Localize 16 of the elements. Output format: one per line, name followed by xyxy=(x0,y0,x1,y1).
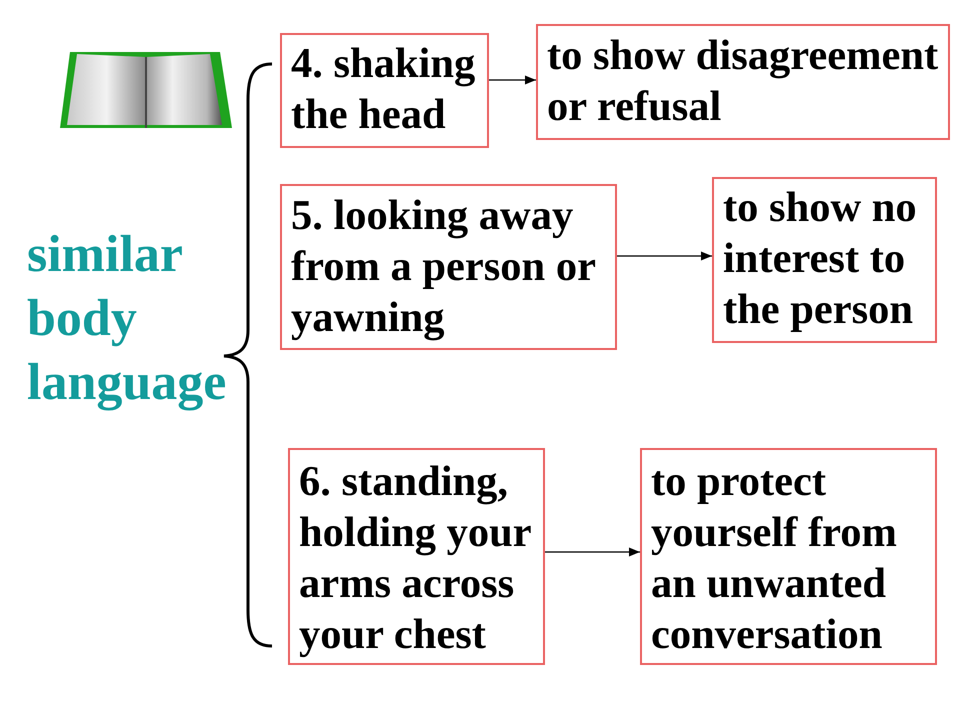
arrow xyxy=(489,76,536,84)
text-box xyxy=(280,33,489,148)
arrow xyxy=(545,548,640,556)
node-text: 5. looking away from a person or yawning xyxy=(291,191,596,343)
arrow xyxy=(617,252,712,260)
topic-label: similar body language xyxy=(27,225,228,413)
text-box xyxy=(288,448,545,665)
text-box xyxy=(640,448,937,665)
text-box xyxy=(280,184,617,350)
node-text: to show no interest to the person xyxy=(723,183,918,335)
node-text: 6. standing, holding your arms across your chest xyxy=(299,457,532,660)
node-text: to protect yourself from an unwanted conversation xyxy=(651,457,898,660)
node-text: 4. shaking the head xyxy=(291,39,476,140)
text-box xyxy=(712,177,937,343)
text-box xyxy=(536,24,950,140)
node-text: to show disagreement or refusal xyxy=(547,31,940,132)
